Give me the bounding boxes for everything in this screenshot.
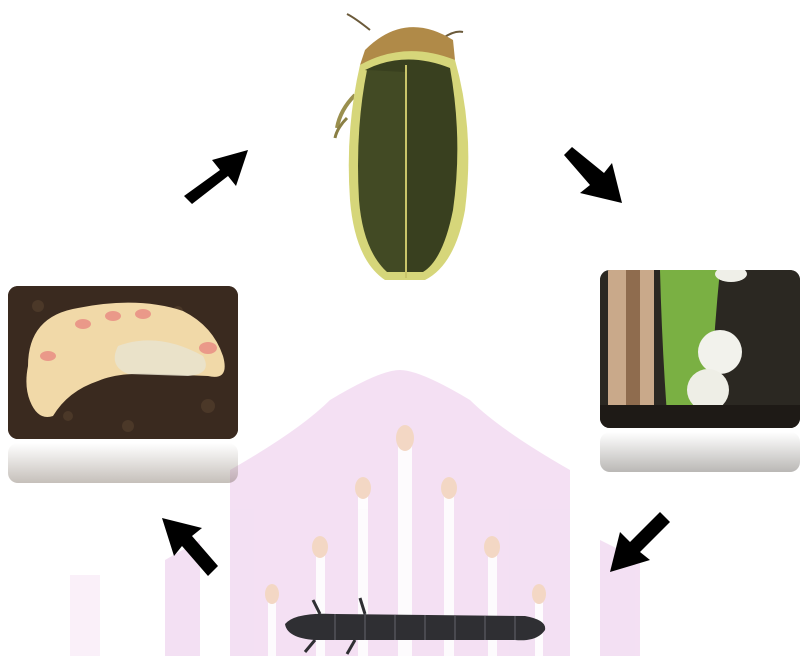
arrow-eggs-to-larva (610, 510, 672, 576)
eggs-image (600, 270, 800, 428)
pupa-illustration (8, 286, 238, 439)
pupa-reflection (8, 443, 238, 483)
arrow-adult-to-eggs (560, 143, 626, 205)
adult-firefly-image (325, 10, 485, 290)
pupa-image (8, 286, 238, 439)
arrow-larva-to-pupa (158, 514, 220, 580)
eggs-reflection (600, 432, 800, 472)
eggs-illustration (600, 270, 800, 428)
arrow-pupa-to-adult (180, 148, 250, 210)
larva-image (275, 594, 555, 656)
